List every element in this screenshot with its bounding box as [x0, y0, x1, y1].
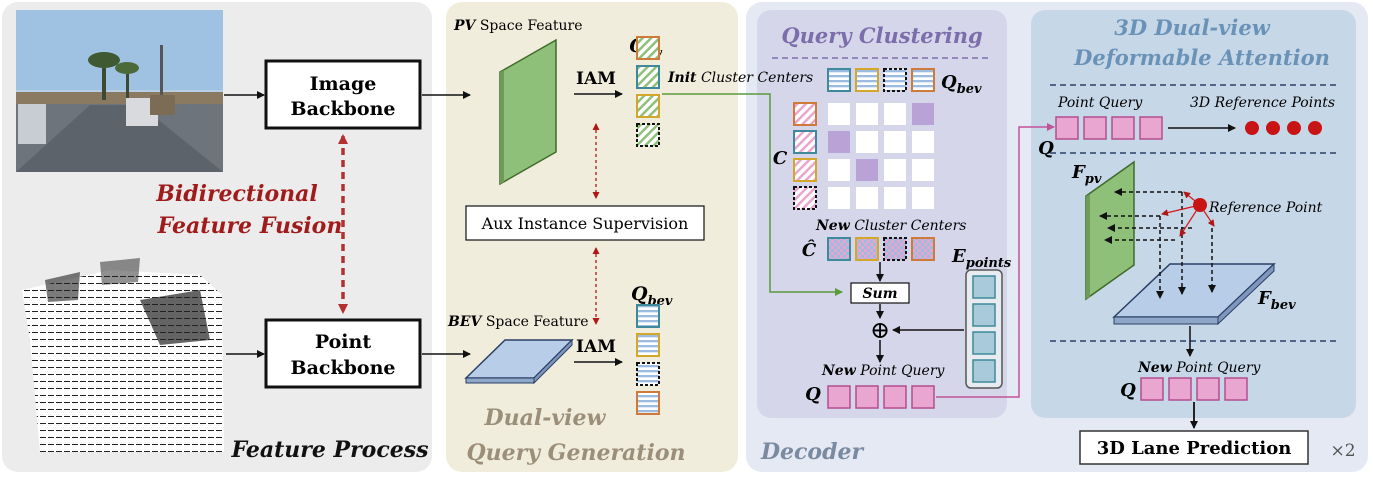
- feature-process-title: Feature Process: [230, 437, 428, 463]
- clustering-q-label: Q: [805, 384, 821, 405]
- new-cluster-center-queries: [827, 237, 935, 261]
- image-backbone-box: Image Backbone: [264, 59, 422, 130]
- point-backbone-box: Point Backbone: [264, 318, 422, 389]
- query-clustering-panel: [757, 10, 1007, 418]
- matrix-cell: [856, 103, 878, 125]
- new-point-query-label: New Point Query: [821, 363, 946, 379]
- attention-q-label: Q: [1038, 138, 1054, 159]
- lidar-point-cloud: [22, 258, 224, 452]
- matrix-cell: [884, 159, 906, 181]
- matrix-cell: [828, 103, 850, 125]
- plus-operator: ⊕: [870, 316, 890, 344]
- f-bev-label: Fbev: [1257, 288, 1296, 313]
- e-points-embedding: [965, 269, 1003, 389]
- pv-feature-plane: [499, 38, 557, 186]
- image-backbone-line2: Backbone: [291, 98, 396, 120]
- query-generation-title-line1: Dual-view: [484, 405, 607, 431]
- iam-top-label: IAM: [576, 69, 616, 89]
- clustering-c-queries: [793, 102, 817, 210]
- bev-feature-plane: [464, 338, 574, 385]
- attention-bev-plane: [1112, 262, 1276, 326]
- new-cluster-centers-label: New Cluster Centers: [815, 218, 966, 234]
- attention-title-line2: Deformable Attention: [1073, 45, 1330, 70]
- e-points-label: Epoints: [951, 246, 1012, 271]
- matrix-cell: [912, 159, 934, 181]
- matrix-cell: [828, 187, 850, 209]
- clustering-c-label: C: [773, 148, 788, 169]
- matrix-cell: [856, 131, 878, 153]
- clustering-q-bev-label: Qbev: [941, 72, 982, 97]
- matrix-cell: [912, 187, 934, 209]
- q-bev-queries: [636, 304, 660, 415]
- image-backbone-line1: Image: [310, 73, 377, 95]
- fusion-label-line2: Feature Fusion: [157, 213, 343, 239]
- q-pv-queries: [636, 36, 660, 147]
- init-cluster-centers-label: Init Cluster Centers: [667, 70, 813, 86]
- prediction-label: 3D Lane Prediction: [1097, 438, 1292, 459]
- matrix-cell: [912, 103, 934, 125]
- c-hat-label: Ĉ: [802, 238, 817, 261]
- sum-label: Sum: [862, 286, 897, 302]
- reference-point-marker: [1161, 191, 1215, 237]
- iam-bottom-label: IAM: [576, 337, 616, 357]
- aux-supervision-box: [465, 205, 705, 241]
- fusion-label-line1: Bidirectional: [155, 181, 317, 207]
- matrix-cell: [884, 103, 906, 125]
- matrix-cell: [856, 159, 878, 181]
- matrix-cell: [828, 131, 850, 153]
- f-pv-label: Fpv: [1071, 162, 1102, 187]
- pink-arrow-to-attention: [936, 123, 1055, 398]
- prediction-box: [1079, 430, 1309, 465]
- point-query-label: Point Query: [1057, 95, 1143, 111]
- q-bev-label: Qbev: [631, 283, 673, 309]
- reference-point-label: Reference Point: [1208, 200, 1323, 216]
- green-init-arrow: [662, 93, 843, 296]
- bev-feature-label: BEV Space Feature: [447, 314, 589, 330]
- aux-supervision-label: Aux Instance Supervision: [481, 214, 689, 233]
- reference-point-dots: [1245, 121, 1322, 135]
- pv-feature-label: PV Space Feature: [453, 18, 583, 34]
- attention-new-query-boxes: [1140, 377, 1248, 401]
- matrix-cell: [828, 159, 850, 181]
- matrix-cell: [856, 187, 878, 209]
- attention-q-label-2: Q: [1120, 380, 1136, 401]
- point-backbone-line2: Backbone: [291, 357, 396, 379]
- new-point-query-boxes: [827, 385, 935, 409]
- ref-points-label: 3D Reference Points: [1190, 95, 1335, 111]
- repeat-label: ×2: [1330, 441, 1355, 461]
- point-backbone-line1: Point: [315, 331, 371, 353]
- matrix-cell: [884, 187, 906, 209]
- decoder-title: Decoder: [760, 439, 865, 465]
- attention-new-query-label: New Point Query: [1137, 360, 1262, 376]
- attention-title-line1: 3D Dual-view: [1114, 15, 1270, 40]
- matrix-cell: [884, 131, 906, 153]
- similarity-matrix: [828, 103, 934, 209]
- attention-point-query-boxes: [1055, 116, 1163, 140]
- clustering-bev-queries: [827, 68, 935, 92]
- sum-box: [850, 282, 910, 304]
- query-clustering-title: Query Clustering: [781, 23, 982, 48]
- matrix-cell: [912, 131, 934, 153]
- query-generation-title-line2: Query Generation: [466, 440, 685, 466]
- camera-image: [16, 10, 223, 172]
